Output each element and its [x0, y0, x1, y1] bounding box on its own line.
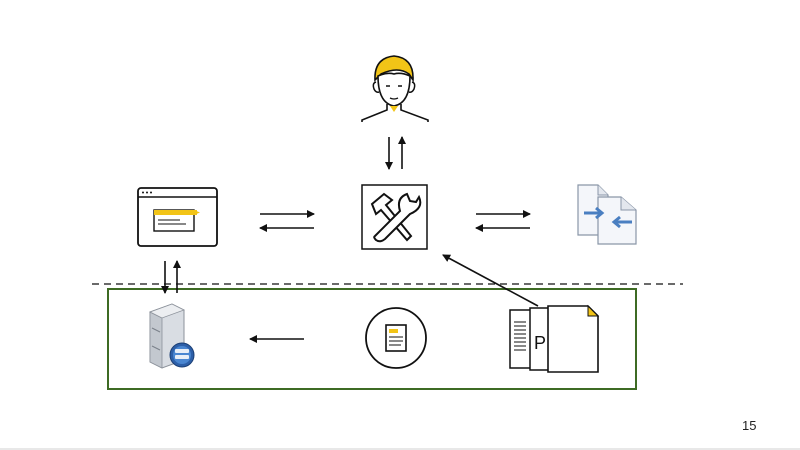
backend-group-box	[107, 288, 637, 390]
document-stack-icon: P	[509, 304, 600, 373]
browser-window-icon	[137, 187, 218, 247]
hammer-wrench-icon	[361, 184, 428, 250]
document-circle-icon	[365, 307, 427, 369]
document-compare-icon	[577, 184, 637, 245]
files-tab-letters: P	[534, 333, 546, 353]
server-database-icon	[148, 303, 195, 369]
person-hardhat-icon	[361, 55, 429, 122]
arrow-files-to-tools	[442, 254, 539, 307]
page-number: 15	[742, 418, 757, 433]
